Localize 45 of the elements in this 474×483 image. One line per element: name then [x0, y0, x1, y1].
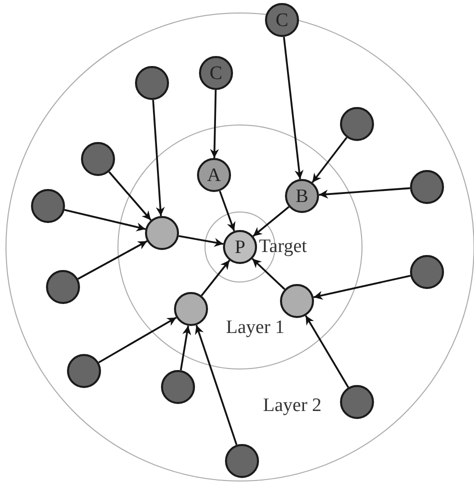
node-circle	[135, 66, 169, 100]
node-circle	[199, 56, 233, 90]
arrow	[152, 100, 165, 216]
arrow	[218, 190, 236, 232]
arrow	[210, 90, 219, 158]
node-circle	[161, 370, 195, 404]
node-circle	[197, 158, 231, 192]
node-label: P	[234, 238, 246, 256]
node-circle	[31, 189, 65, 223]
layer-label: Layer 1	[226, 318, 285, 337]
arrow	[318, 187, 410, 199]
node-circle	[340, 385, 374, 419]
node-circle	[285, 179, 319, 213]
layer-label: Layer 2	[263, 396, 322, 415]
node-caption: Target	[259, 237, 307, 256]
node-circle	[410, 170, 444, 204]
node-circle	[265, 3, 299, 37]
node-circle	[410, 255, 444, 289]
arrow	[178, 235, 224, 247]
arrow	[98, 316, 177, 364]
arrow	[283, 36, 304, 180]
node-circle	[46, 270, 80, 304]
arrow	[313, 274, 411, 300]
node-circle	[225, 444, 259, 478]
arrow	[64, 209, 146, 232]
node-label: B	[296, 186, 308, 206]
arrow	[252, 258, 286, 290]
node-circle	[280, 284, 314, 318]
node-label: C	[210, 64, 222, 82]
arrow	[180, 326, 192, 370]
arrow	[195, 324, 238, 446]
node-label: A	[207, 166, 221, 184]
arrow	[108, 171, 152, 221]
node-circle	[67, 354, 101, 388]
node-circle	[81, 142, 115, 176]
arrow	[200, 260, 230, 296]
node-label: C	[276, 10, 288, 30]
node-circle	[145, 216, 179, 250]
node-circle	[223, 230, 257, 264]
arrow	[77, 240, 148, 280]
arrow	[304, 315, 350, 388]
node-circle	[174, 292, 208, 326]
arrow	[312, 136, 348, 184]
node-circle	[340, 107, 374, 141]
arrow	[252, 206, 290, 237]
